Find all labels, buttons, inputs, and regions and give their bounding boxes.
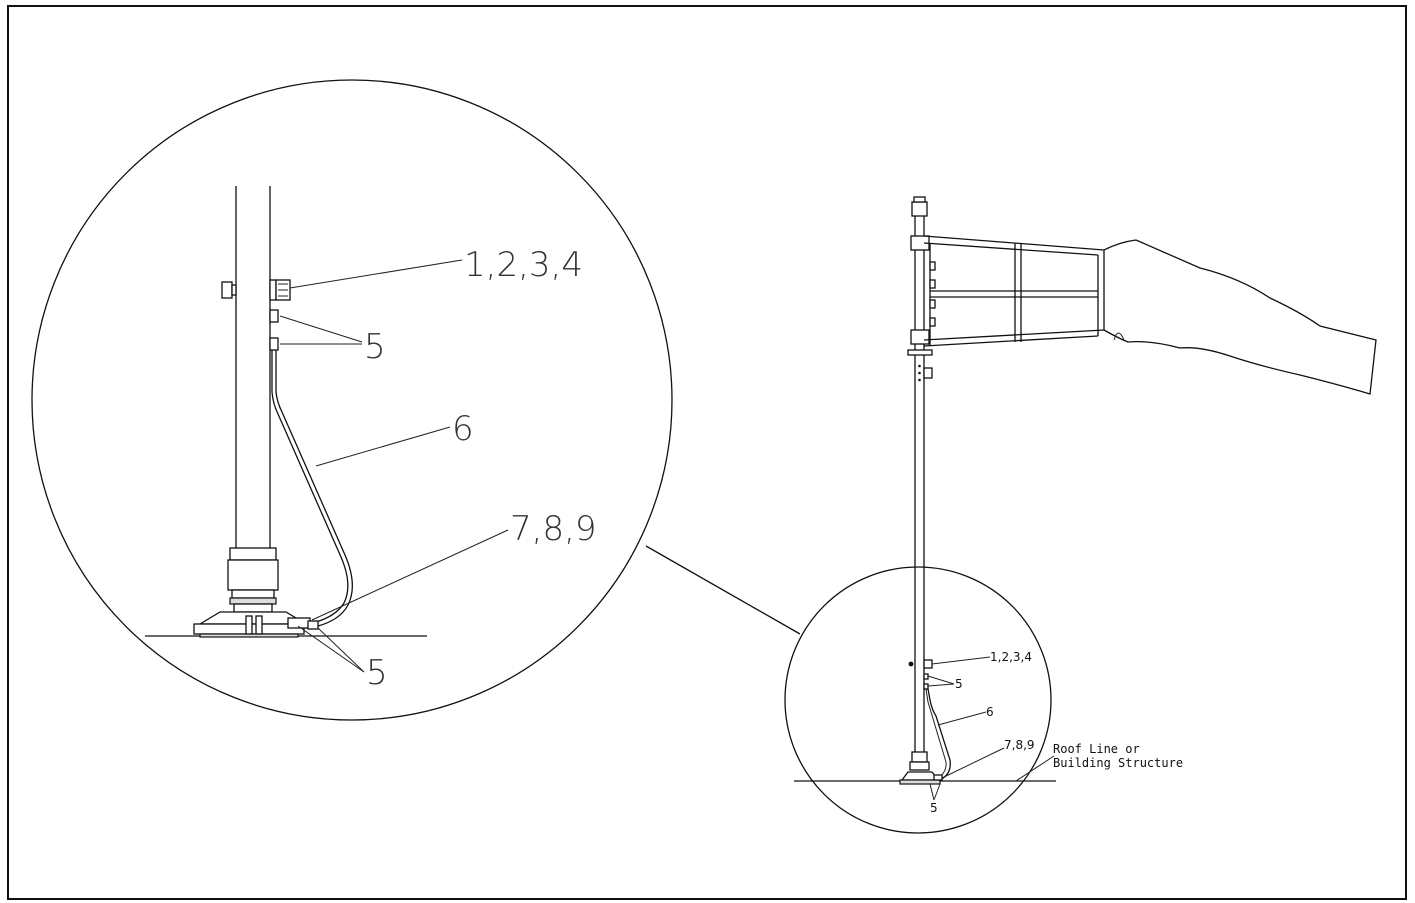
drawing-frame bbox=[7, 5, 1407, 900]
overall-callout-bolts: 1,2,3,4 bbox=[990, 650, 1032, 664]
detail-callout-bolts: 1,2,3,4 bbox=[464, 245, 583, 285]
detail-clamp-base bbox=[307, 620, 319, 630]
overall-ground-cable bbox=[927, 688, 951, 781]
overall-callout-clamps-upper: 5 bbox=[955, 677, 963, 691]
detail-callout-cable: 6 bbox=[452, 409, 474, 449]
roof-note-line1: Roof Line or bbox=[1053, 742, 1140, 756]
detail-clamp-upper bbox=[269, 309, 279, 323]
detail-mast bbox=[193, 186, 309, 638]
detail-clamp-middle bbox=[269, 337, 279, 351]
overall-view: 1,2,3,4 5 6 7,8,9 5 Roof Line or Buildin… bbox=[784, 196, 1377, 834]
overall-callout-clamps-lower: 5 bbox=[930, 801, 938, 815]
overall-detail-circle bbox=[784, 566, 1052, 834]
detail-callout-clamps-upper: 5 bbox=[364, 327, 386, 367]
detail-view: 1,2,3,4 5 6 7,8,9 5 bbox=[31, 79, 673, 721]
detail-circle bbox=[31, 79, 673, 721]
overall-callout-cable: 6 bbox=[986, 705, 994, 719]
overall-mast bbox=[899, 196, 941, 785]
detail-leader-line bbox=[645, 545, 801, 635]
overall-callout-lug: 7,8,9 bbox=[1004, 738, 1035, 752]
detail-ground-cable bbox=[275, 350, 353, 627]
detail-bolt-assembly bbox=[221, 279, 291, 301]
detail-callout-lug: 7,8,9 bbox=[510, 509, 597, 549]
windsock-frame bbox=[923, 235, 1105, 347]
roof-note-line2: Building Structure bbox=[1053, 756, 1183, 770]
detail-callout-clamps-lower: 5 bbox=[366, 653, 388, 693]
windsock-sock bbox=[1103, 239, 1377, 395]
